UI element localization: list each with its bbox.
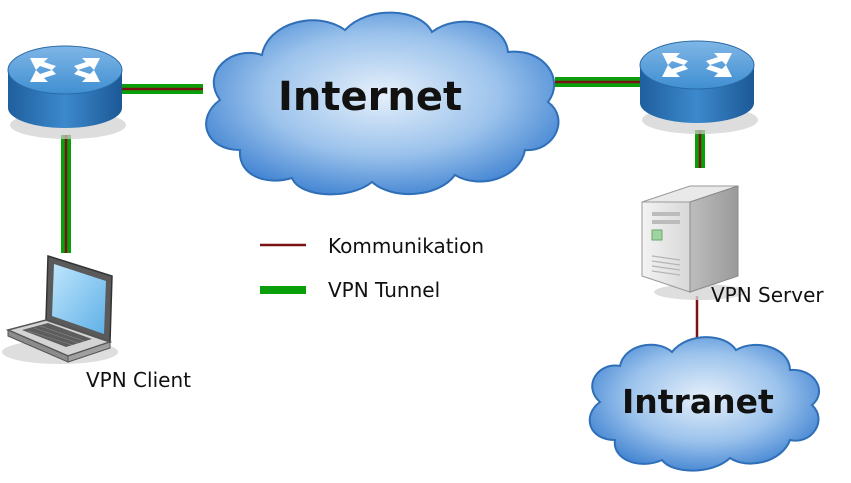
legend-communication-label: Kommunikation [328,234,485,258]
vpn-client-label: VPN Client [86,368,191,392]
legend [260,243,306,294]
vpn-server-label: VPN Server [711,283,824,307]
server-router-icon [639,40,758,134]
internet-label: Internet [278,74,463,120]
client-router-icon [7,45,126,139]
internet-cloud-icon [205,11,560,196]
vpn-server-icon [641,185,746,300]
intranet-label: Intranet [622,382,774,421]
intranet-cloud-icon [588,336,820,472]
legend-vpn-tunnel-label: VPN Tunnel [328,278,441,302]
vpn-client-laptop-icon [2,254,118,364]
